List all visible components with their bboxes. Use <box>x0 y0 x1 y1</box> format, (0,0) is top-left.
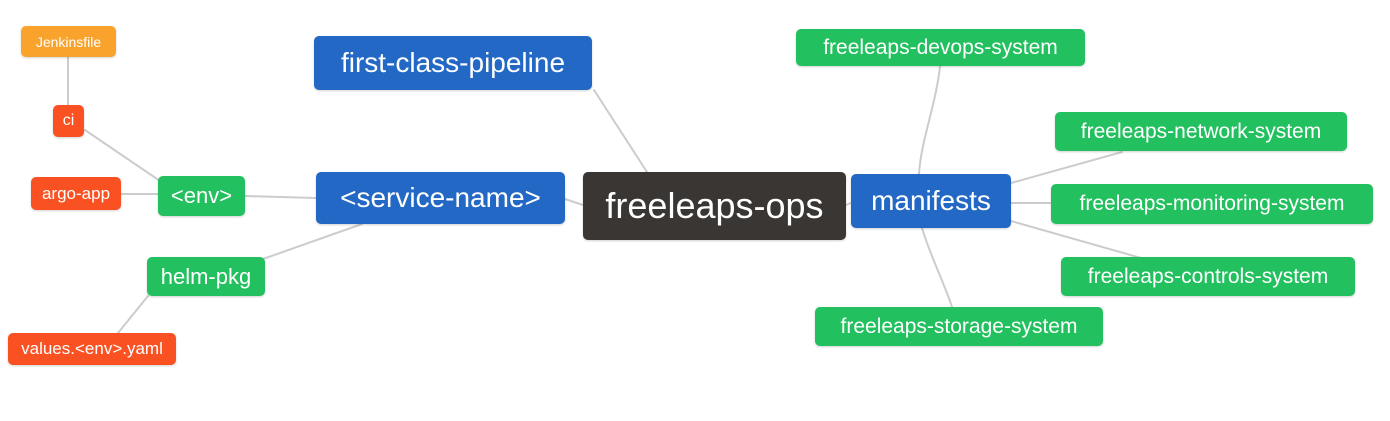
node-freeleaps-monitoring-system[interactable]: freeleaps-monitoring-system <box>1051 184 1373 224</box>
node-freeleaps-network-system[interactable]: freeleaps-network-system <box>1055 112 1347 151</box>
node-jenkinsfile[interactable]: Jenkinsfile <box>21 26 116 57</box>
node-freeleaps-devops-system[interactable]: freeleaps-devops-system <box>796 29 1085 66</box>
node-argo-app[interactable]: argo-app <box>31 177 121 210</box>
node-freeleaps-controls-system[interactable]: freeleaps-controls-system <box>1061 257 1355 296</box>
edge-ops-service <box>564 198 584 206</box>
node-values-env-yaml[interactable]: values.<env>.yaml <box>8 333 176 365</box>
edge-service-env <box>244 195 317 199</box>
edge-manifests-controls <box>1010 220 1142 259</box>
edge-manifests-network <box>1010 151 1123 184</box>
node-manifests[interactable]: manifests <box>851 174 1011 228</box>
node-freeleaps-ops-root[interactable]: freeleaps-ops <box>583 172 846 240</box>
edge-env-ci <box>84 129 161 182</box>
node-freeleaps-storage-system[interactable]: freeleaps-storage-system <box>815 307 1103 346</box>
node-first-class-pipeline[interactable]: first-class-pipeline <box>314 36 592 90</box>
edge-manifests-storage <box>921 227 953 308</box>
edge-service-helm-pkg <box>262 223 363 260</box>
edge-manifests-devops <box>918 65 941 175</box>
edge-ops-pipeline <box>593 89 648 173</box>
node-helm-pkg[interactable]: helm-pkg <box>147 257 265 296</box>
node-env[interactable]: <env> <box>158 176 245 216</box>
edge-helm-values <box>117 295 149 334</box>
node-service-name[interactable]: <service-name> <box>316 172 565 224</box>
node-ci[interactable]: ci <box>53 105 84 137</box>
edge-ops-manifests <box>845 202 852 206</box>
